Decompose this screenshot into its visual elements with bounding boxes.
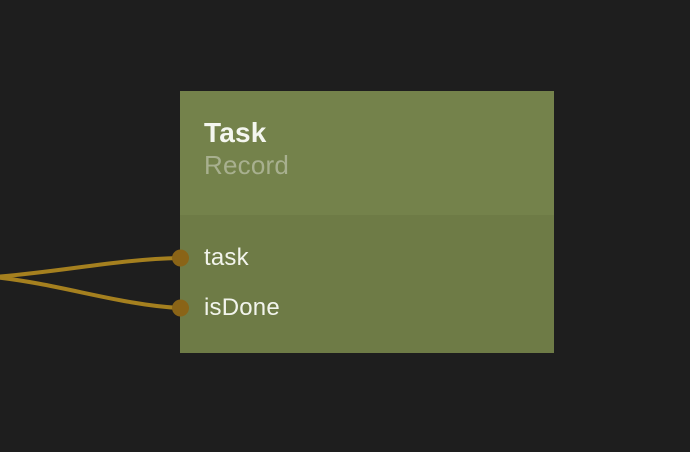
field-row-isdone[interactable]: isDone	[172, 283, 554, 333]
port-task-icon[interactable]	[172, 249, 189, 267]
edge-to-task	[0, 256, 182, 279]
record-node-task[interactable]: Task Record task isDone	[172, 91, 554, 353]
port-isdone-icon[interactable]	[172, 299, 189, 317]
node-subtitle: Record	[204, 150, 290, 181]
node-title: Task	[204, 117, 267, 148]
field-label-task: task	[204, 244, 249, 271]
field-label-isdone: isDone	[204, 294, 280, 321]
node-body: task isDone	[172, 215, 554, 353]
edge-to-isdone	[0, 275, 182, 310]
node-header[interactable]: Task Record	[180, 91, 554, 215]
field-row-task[interactable]: task	[172, 233, 554, 283]
